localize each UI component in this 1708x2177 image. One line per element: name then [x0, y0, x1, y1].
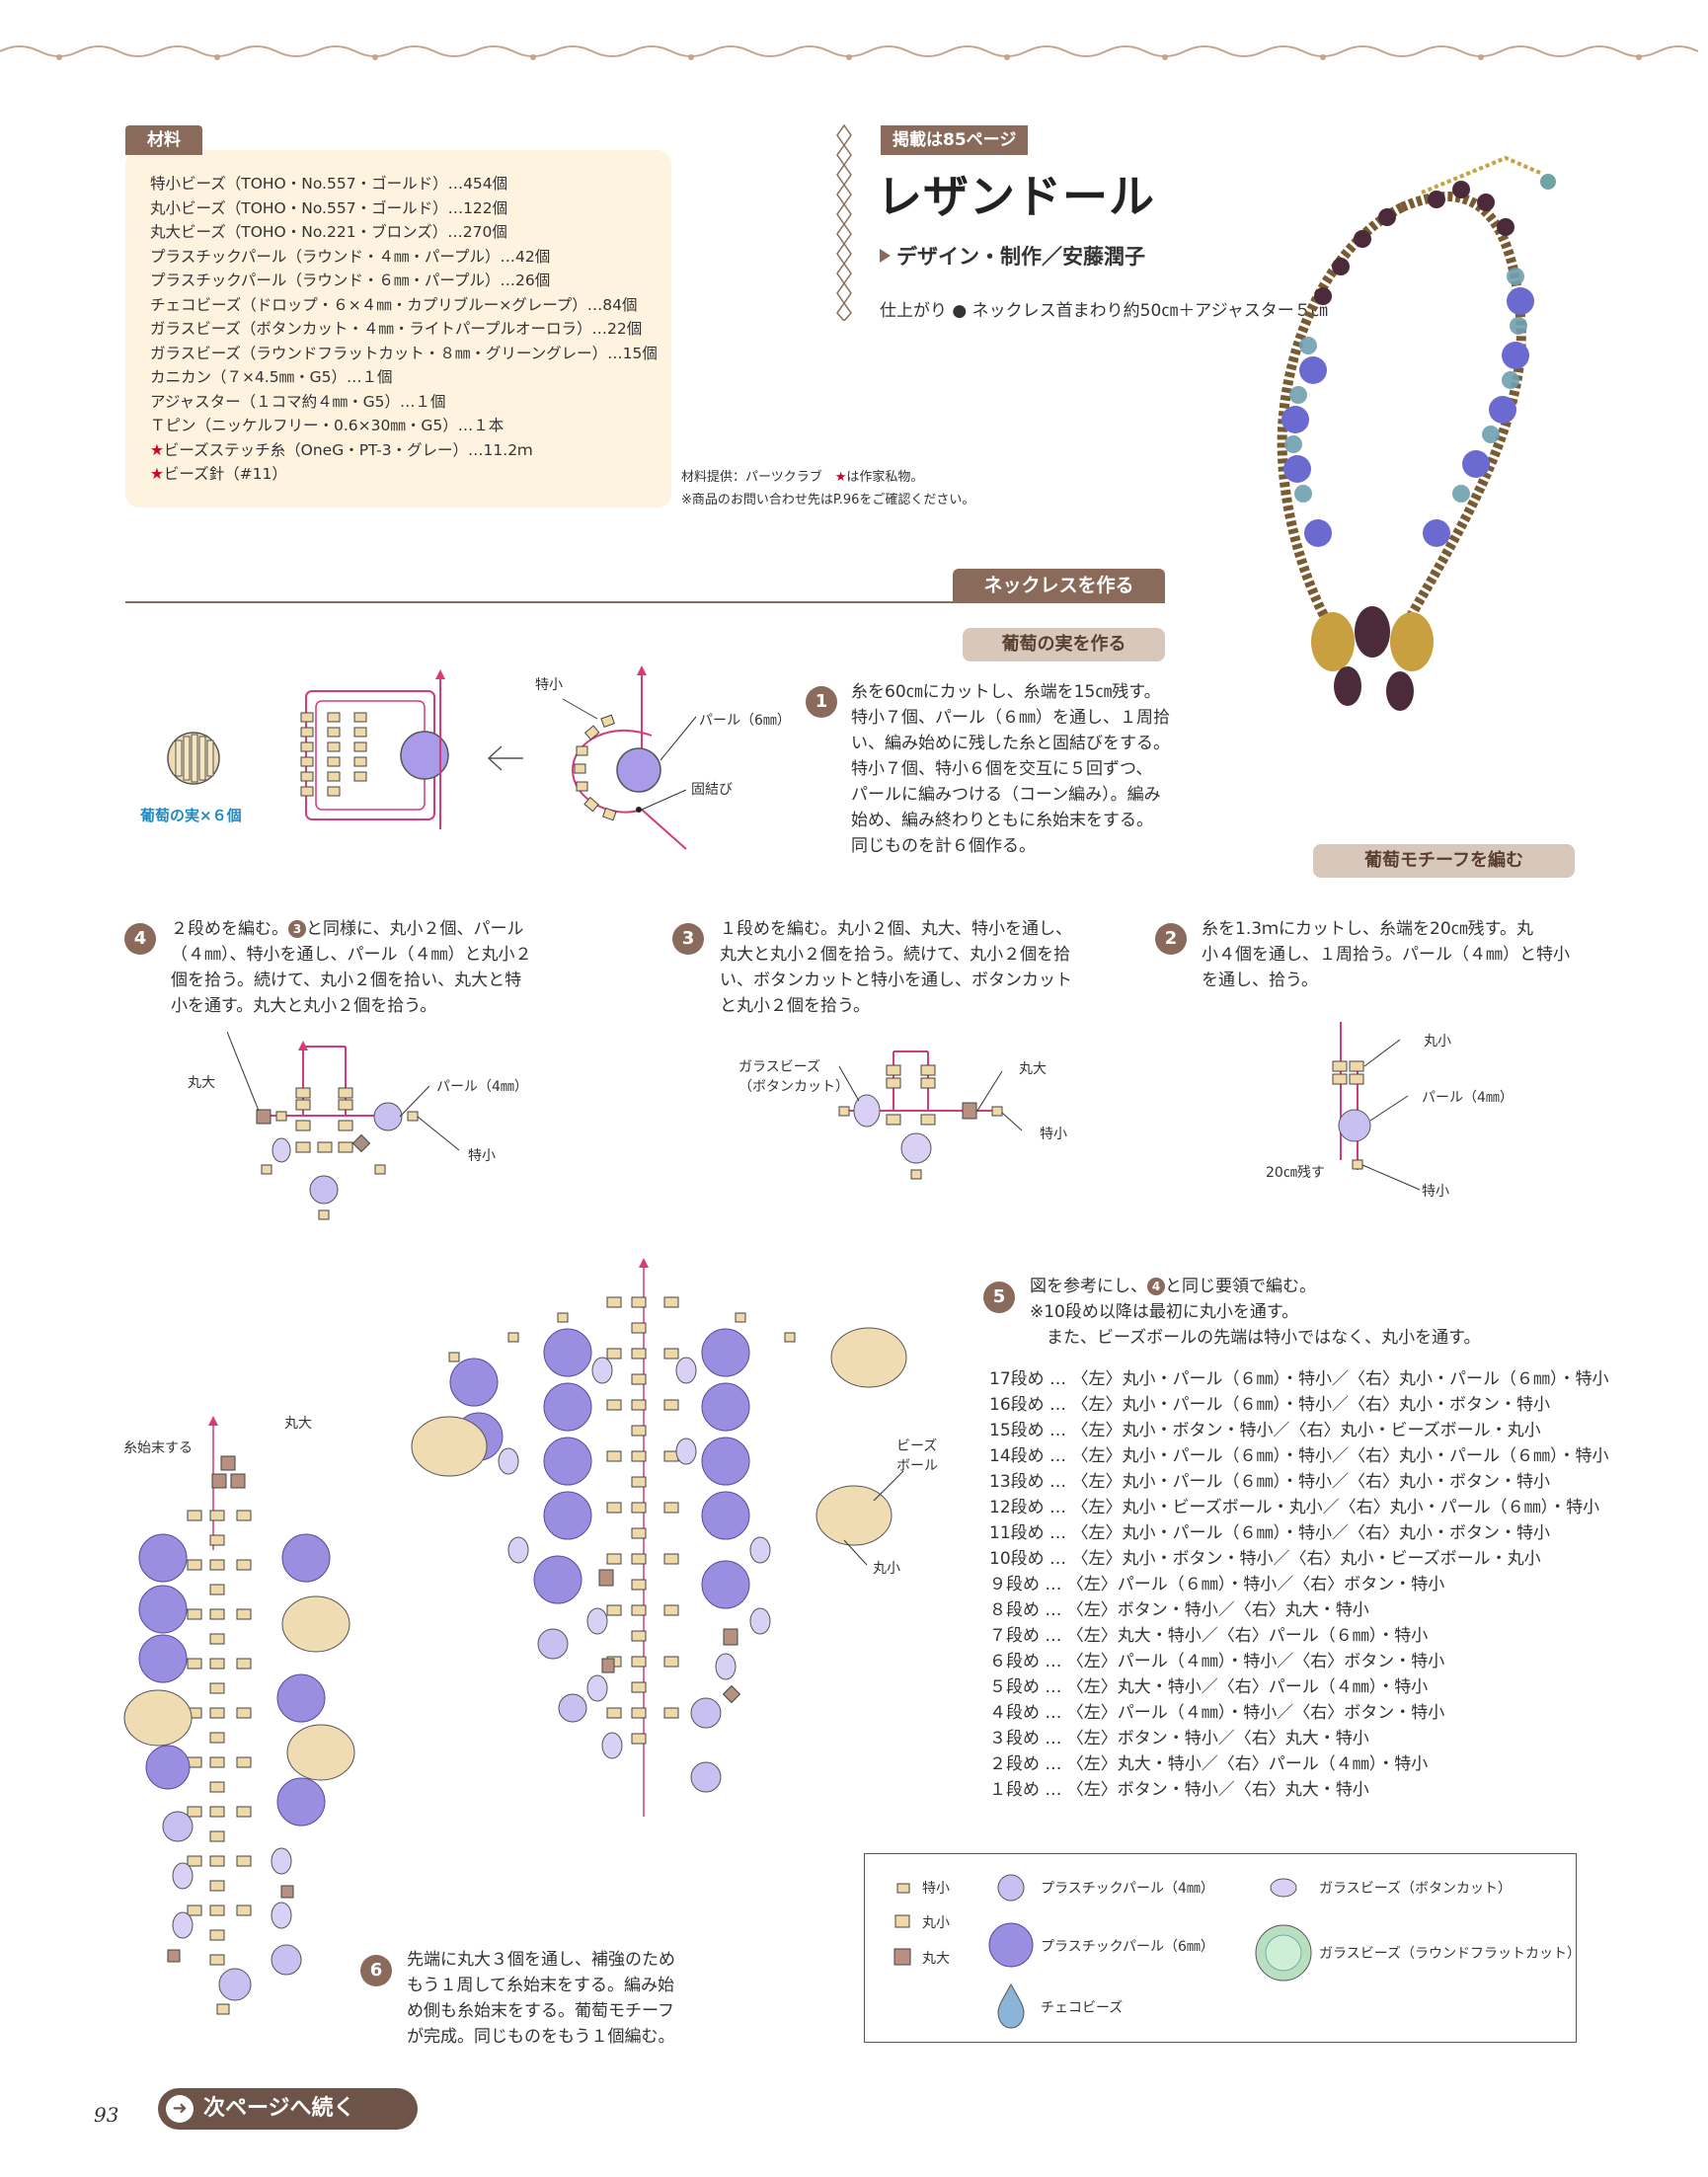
- step-number-6: 6: [360, 1955, 392, 1986]
- material-item-starred: ★ビーズステッチ糸（OneG・PT-3・グレー）…11.2ｍ: [150, 438, 658, 463]
- material-item: Ｔピン（ニッケルフリー・0.6×30㎜・G5）…１本: [150, 414, 658, 438]
- label-ito-shimatsu: 糸始末する: [123, 1438, 193, 1457]
- material-item-starred: ★ビーズ針（#11）: [150, 462, 658, 487]
- legend-pearl6: プラスチックパール（6㎜）: [1041, 1936, 1214, 1956]
- page-reference-tag: 掲載は85ページ: [881, 125, 1028, 155]
- star-icon: ★: [835, 470, 847, 485]
- material-item: 丸小ビーズ（TOHO・No.557・ゴールド）…122個: [150, 196, 658, 221]
- row-item: 11段め … 〈左〉丸小・パール（６㎜）・特小／〈右〉丸小・ボタン・特小: [989, 1520, 1608, 1546]
- decorative-top-border: [0, 38, 1708, 77]
- row-item: ４段め … 〈左〉パール（４㎜）・特小／〈右〉ボタン・特小: [989, 1700, 1608, 1726]
- step-number-1: 1: [806, 686, 837, 718]
- material-item: カニカン（７×4.5㎜・G5）…１個: [150, 365, 658, 390]
- row-item: ７段め … 〈左〉丸大・特小／〈右〉パール（６㎜）・特小: [989, 1623, 1608, 1649]
- step-number-5: 5: [983, 1282, 1015, 1313]
- legend-marusho: 丸小: [922, 1912, 950, 1932]
- row-item: １段め … 〈左〉ボタン・特小／〈右〉丸大・特小: [989, 1777, 1608, 1803]
- page-number: 93: [94, 2103, 118, 2127]
- material-item: ガラスビーズ（ラウンドフラットカット・８㎜・グリーングレー）…15個: [150, 342, 658, 366]
- label-marudai: 丸大: [284, 1413, 312, 1433]
- next-page-button[interactable]: ➜次ページへ続く: [158, 2088, 418, 2130]
- designer-credit: デザイン・制作／安藤潤子: [880, 241, 1145, 271]
- row-item: 16段め … 〈左〉丸小・パール（６㎜）・特小／〈右〉丸小・ボタン・特小: [989, 1392, 1608, 1418]
- section-heading-necklace: ネックレスを作る: [953, 569, 1165, 603]
- label-marusho: 丸小: [1424, 1031, 1451, 1050]
- row-item: ８段め … 〈左〉ボタン・特小／〈右〉丸大・特小: [989, 1597, 1608, 1623]
- label-marudai: 丸大: [1019, 1058, 1047, 1078]
- row-item: 14段め … 〈左〉丸小・パール（６㎜）・特小／〈右〉丸小・パール（６㎜）・特小: [989, 1443, 1608, 1469]
- label-beads-ball: ビーズボール: [896, 1436, 938, 1475]
- label-pearl4: パール（4㎜）: [1422, 1087, 1514, 1107]
- arrow-right-icon: ➜: [166, 2095, 194, 2123]
- finished-motif-diagram: [109, 1412, 375, 2034]
- step-1-text: 糸を60㎝にカットし、糸端を15㎝残す。特小７個、パール（６㎜）を通し、１周拾い…: [851, 679, 1170, 859]
- row-item: ２段め … 〈左〉丸大・特小／〈右〉パール（４㎜）・特小: [989, 1751, 1608, 1777]
- row-instructions: 17段め … 〈左〉丸小・パール（６㎜）・特小／〈右〉丸小・パール（６㎜）・特小…: [989, 1366, 1608, 1803]
- necklace-illustration: [1224, 118, 1659, 740]
- row-item: 15段め … 〈左〉丸小・ボタン・特小／〈右〉丸小・ビーズボール・丸小: [989, 1418, 1608, 1443]
- legend-pearl4: プラスチックパール（4㎜）: [1041, 1878, 1214, 1898]
- grape-motif-diagram: [410, 1254, 923, 1827]
- materials-list: 特小ビーズ（TOHO・No.557・ゴールド）…454個 丸小ビーズ（TOHO・…: [150, 172, 658, 487]
- label-marusho: 丸小: [873, 1558, 900, 1578]
- row-item: 13段め … 〈左〉丸小・パール（６㎜）・特小／〈右〉丸小・ボタン・特小: [989, 1469, 1608, 1495]
- materials-tag: 材料: [125, 125, 202, 155]
- label-remain-20cm: 20㎝残す: [1266, 1162, 1325, 1182]
- star-icon: ★: [150, 465, 164, 483]
- material-item: ガラスビーズ（ボタンカット・４㎜・ライトパープルオーロラ）…22個: [150, 317, 658, 342]
- material-item: アジャスター（１コマ約４㎜・G5）…１個: [150, 390, 658, 415]
- material-item: チェコビーズ（ドロップ・６×４㎜・カプリブルー×グレープ）…84個: [150, 293, 658, 318]
- supplier-note: 材料提供：パーツクラブ ★は作家私物。 ※商品のお問い合わせ先はP.96をご確認…: [681, 466, 974, 511]
- row-item: ３段め … 〈左〉ボタン・特小／〈右〉丸大・特小: [989, 1726, 1608, 1751]
- row-item: ６段め … 〈左〉パール（４㎜）・特小／〈右〉ボタン・特小: [989, 1649, 1608, 1674]
- star-icon: ★: [150, 441, 164, 459]
- step-3-text: １段めを編む。丸小２個、丸大、特小を通し、丸大と丸小２個を拾う。続けて、丸小２個…: [720, 916, 1072, 1019]
- row-item: 10段め … 〈左〉丸小・ボタン・特小／〈右〉丸小・ビーズボール・丸小: [989, 1546, 1608, 1572]
- label-tokusho: 特小: [1422, 1181, 1449, 1201]
- row-item: ５段め … 〈左〉丸大・特小／〈右〉パール（４㎜）・特小: [989, 1674, 1608, 1700]
- step-2-diagram: [1313, 1012, 1432, 1209]
- bead-legend: 特小 丸小 丸大 プラスチックパール（4㎜） プラスチックパール（6㎜） チェコ…: [864, 1853, 1577, 2043]
- step-ref-4: 4: [1147, 1278, 1165, 1295]
- material-item: プラスチックパール（ラウンド・６㎜・パープル）…26個: [150, 269, 658, 293]
- material-item: プラスチックパール（ラウンド・４㎜・パープル）…42個: [150, 245, 658, 270]
- step-number-3: 3: [672, 923, 704, 955]
- step-ref-3: 3: [288, 920, 306, 938]
- row-item: 12段め … 〈左〉丸小・ビーズボール・丸小／〈右〉丸小・パール（６㎜）・特小: [989, 1495, 1608, 1520]
- legend-czech: チェコビーズ: [1041, 1997, 1123, 2017]
- legend-glass-button: ガラスビーズ（ボタンカット）: [1319, 1878, 1512, 1898]
- step-number-4: 4: [124, 923, 156, 955]
- legend-marudai: 丸大: [922, 1948, 950, 1968]
- material-item: 丸大ビーズ（TOHO・No.221・ブロンズ）…270個: [150, 220, 658, 245]
- step-4-diagram: [227, 1027, 494, 1234]
- legend-glass-round: ガラスビーズ（ラウンドフラットカット）: [1319, 1943, 1581, 1963]
- row-item: 17段め … 〈左〉丸小・パール（６㎜）・特小／〈右〉丸小・パール（６㎜）・特小: [989, 1366, 1608, 1392]
- label-katamusubi: 固結び: [691, 779, 733, 799]
- section-heading-grape-fruit: 葡萄の実を作る: [963, 628, 1165, 661]
- grape-count-caption: 葡萄の実×６個: [140, 805, 242, 825]
- row-item: ９段め … 〈左〉パール（６㎜）・特小／〈右〉ボタン・特小: [989, 1572, 1608, 1597]
- page-title: レザンドール: [877, 161, 1155, 226]
- step-number-2: 2: [1155, 923, 1187, 955]
- label-pearl4: パール（4㎜）: [436, 1076, 528, 1096]
- step-2-text: 糸を1.3ｍにカットし、糸端を20㎝残す。丸小４個を通し、１周拾う。パール（４㎜…: [1202, 916, 1570, 993]
- label-pearl6: パール（6㎜）: [699, 710, 791, 730]
- step-3-diagram: [829, 1032, 1027, 1200]
- inquiry-note: ※商品のお問い合わせ先はP.96をご確認ください。: [681, 489, 974, 511]
- grape-fruit-diagram: [148, 661, 819, 859]
- legend-tokusho: 特小: [922, 1878, 950, 1898]
- label-glass-button: ガラスビーズ（ボタンカット）: [738, 1056, 849, 1096]
- label-marudai: 丸大: [188, 1072, 215, 1092]
- material-item: 特小ビーズ（TOHO・No.557・ゴールド）…454個: [150, 172, 658, 196]
- label-tokusho: 特小: [1040, 1124, 1067, 1143]
- title-decoration: [835, 123, 853, 321]
- section-heading-grape-motif: 葡萄モチーフを編む: [1313, 844, 1575, 878]
- label-tokusho: 特小: [535, 674, 563, 694]
- label-tokusho: 特小: [468, 1145, 496, 1165]
- step-6-text: 先端に丸大３個を通し、補強のためもう１周して糸始末をする。編み始め側も糸始末をす…: [407, 1947, 675, 2050]
